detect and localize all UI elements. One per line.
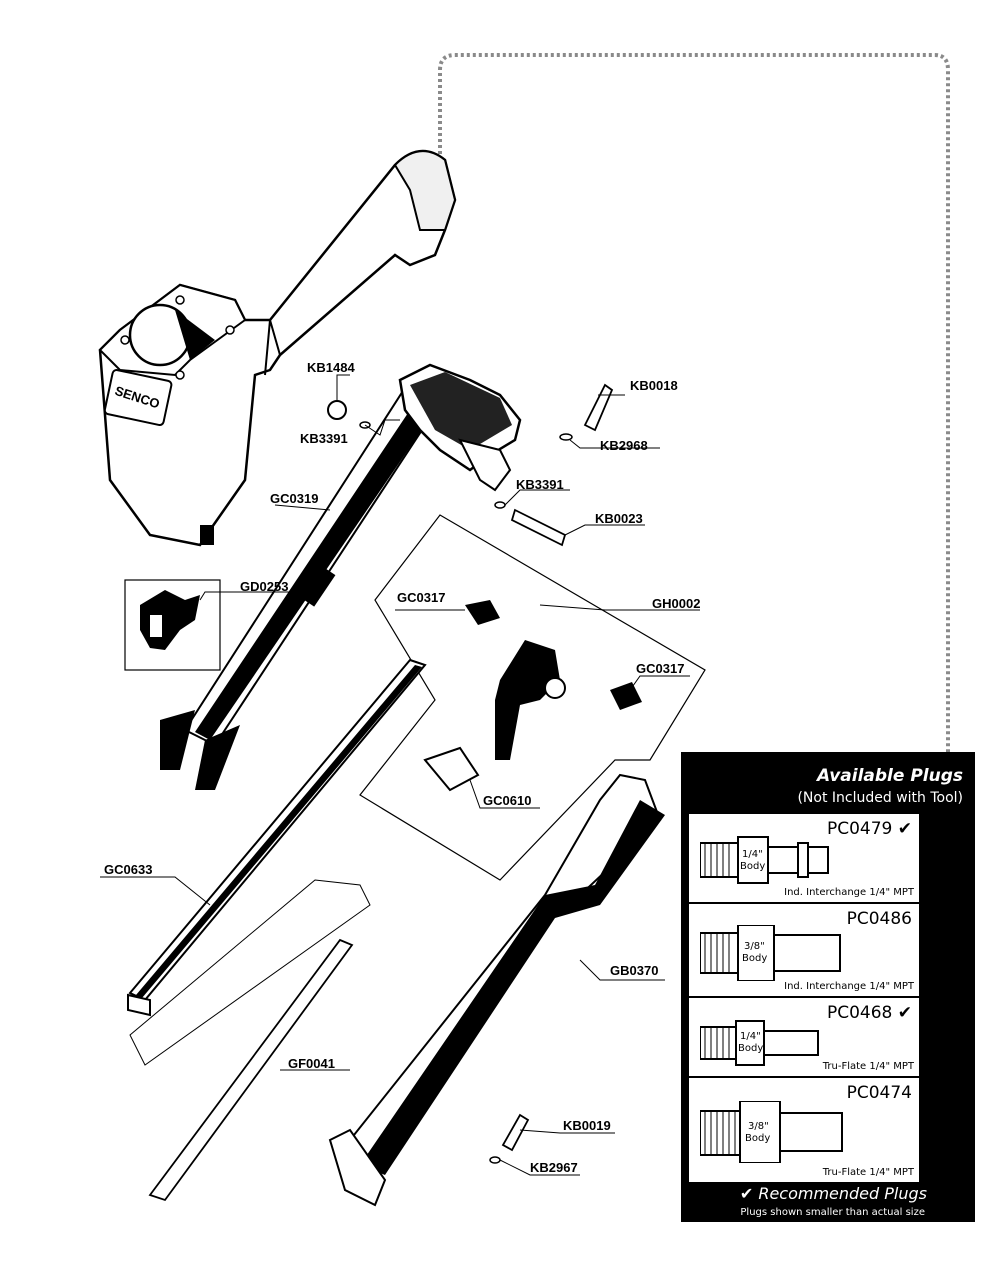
svg-text:Body: Body [738, 1043, 763, 1054]
part-label-gc0610: GC0610 [483, 793, 531, 808]
part-label-kb0023: KB0023 [595, 511, 643, 526]
svg-text:Body: Body [740, 861, 765, 872]
plug-drawing-pc0468: 1/4" Body [700, 1020, 819, 1066]
plug-card-pc0474: PC0474 3/8" Body Tru-Flate 1/4" MPT [689, 1078, 919, 1182]
gb0370-magazine [328, 773, 665, 1207]
driver-blade [160, 363, 522, 790]
leader-lines [100, 374, 700, 1176]
part-label-kb0018: KB0018 [630, 378, 678, 393]
available-plugs-panel: Available Plugs (Not Included with Tool)… [681, 752, 975, 1222]
plug-desc-pc0486: Ind. Interchange 1/4" MPT [784, 981, 914, 992]
plug-desc-pc0479: Ind. Interchange 1/4" MPT [784, 887, 914, 898]
part-label-gd0253: GD0253 [240, 579, 288, 594]
plug-code-pc0474: PC0474 [846, 1083, 912, 1103]
plug-drawing-pc0479: 1/4" Body [700, 836, 829, 884]
plug-desc-pc0468: Tru-Flate 1/4" MPT [822, 1061, 914, 1072]
plug-code-pc0479: PC0479 ✔ [826, 819, 912, 839]
size-note: Plugs shown smaller than actual size [740, 1207, 925, 1218]
part-label-gf0041: GF0041 [288, 1056, 335, 1071]
part-label-kb3391-top: KB3391 [300, 431, 348, 446]
plugs-subtitle: (Not Included with Tool) [797, 790, 963, 806]
part-label-gc0633: GC0633 [104, 862, 152, 877]
svg-text:Body: Body [745, 1133, 770, 1144]
gh0002-inset [359, 514, 706, 881]
part-label-kb1484: KB1484 [307, 360, 355, 375]
gf0041-strip [129, 879, 371, 1202]
svg-text:3/8": 3/8" [744, 941, 765, 952]
part-label-kb2967: KB2967 [530, 1160, 578, 1175]
plug-desc-pc0474: Tru-Flate 1/4" MPT [822, 1167, 914, 1178]
svg-text:1/4": 1/4" [740, 1031, 761, 1042]
tool-housing: SENCO [98, 150, 457, 547]
gd0253-inset [124, 579, 221, 671]
plug-code-pc0468: PC0468 ✔ [826, 1003, 912, 1023]
plug-drawing-pc0486: 3/8" Body [700, 925, 841, 981]
plug-card-pc0468: PC0468 ✔ 1/4" Body Tru-Flate 1/4" MPT [689, 998, 919, 1076]
plug-card-pc0486: PC0486 3/8" Body Ind. Interchange 1/4" M… [689, 904, 919, 996]
plug-card-pc0479: PC0479 ✔ 1/4" Body Ind. Interchange 1/4"… [689, 814, 919, 902]
air-hose-dotted-line [438, 53, 950, 1102]
part-label-kb0019: KB0019 [563, 1118, 611, 1133]
plug-code-pc0486: PC0486 [846, 909, 912, 929]
part-label-gc0317-left: GC0317 [397, 590, 445, 605]
svg-text:Body: Body [742, 953, 767, 964]
svg-text:1/4": 1/4" [742, 849, 763, 860]
part-label-kb3391-mid: KB3391 [516, 477, 564, 492]
gc0633-rail [127, 658, 427, 1017]
hardware [327, 383, 614, 1164]
svg-text:3/8": 3/8" [748, 1121, 769, 1132]
part-label-kb2968: KB2968 [600, 438, 648, 453]
plug-drawing-pc0474: 3/8" Body [700, 1101, 843, 1163]
part-label-gc0319: GC0319 [270, 491, 318, 506]
recommended-note: ✔ Recommended Plugs [739, 1184, 927, 1203]
plugs-title: Available Plugs [816, 766, 963, 786]
part-label-gh0002: GH0002 [652, 596, 700, 611]
part-label-gb0370: GB0370 [610, 963, 658, 978]
part-label-gc0317-right: GC0317 [636, 661, 684, 676]
